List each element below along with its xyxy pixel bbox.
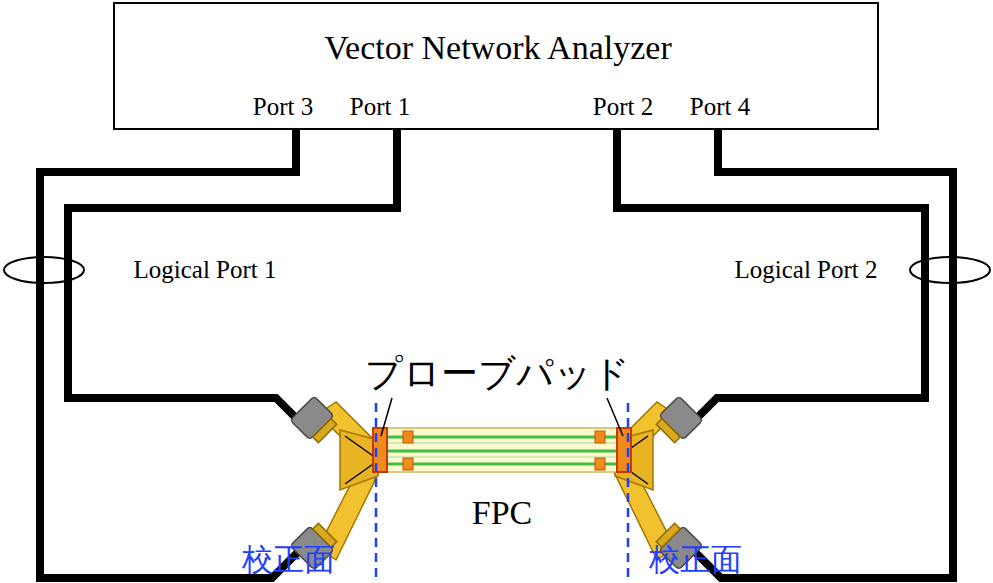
fpc-traces bbox=[388, 437, 616, 464]
connector bbox=[653, 396, 702, 445]
instrument-box: Vector Network AnalyzerPort 3 Port 1 Port … bbox=[113, 2, 879, 130]
fpc-label: FPC bbox=[472, 494, 533, 531]
fpc-pads bbox=[403, 431, 605, 470]
cable bbox=[695, 128, 953, 578]
port-name: Port 3 bbox=[253, 93, 313, 121]
calibration-plane bbox=[627, 403, 630, 583]
calibration-plane-label: 校正面 bbox=[242, 543, 335, 577]
port-name: Port 1 bbox=[350, 93, 410, 121]
fpc-board bbox=[384, 428, 620, 472]
port-ring bbox=[4, 257, 84, 283]
fpc-substrate bbox=[384, 428, 620, 472]
logical-port-label: Logical Port 2 bbox=[734, 256, 877, 284]
probe-tip bbox=[345, 436, 376, 458]
cable bbox=[68, 128, 397, 420]
logical-port-rings bbox=[4, 257, 990, 283]
leader-line bbox=[381, 398, 392, 436]
calibration-planes bbox=[376, 403, 628, 583]
port-name: Port 4 bbox=[690, 93, 750, 121]
calibration-plane-label: 校正面 bbox=[649, 543, 742, 577]
probe-pad-label: プローブパッド bbox=[365, 354, 630, 395]
instrument-title: Vector Network Analyzer bbox=[324, 29, 671, 66]
probe-pads bbox=[373, 428, 631, 472]
cable bbox=[40, 128, 298, 578]
connector bbox=[290, 396, 339, 445]
port-name: Port 2 bbox=[593, 93, 653, 121]
leader-line bbox=[607, 398, 623, 436]
logical-port-label: Logical Port 1 bbox=[133, 256, 276, 284]
calibration-plane bbox=[375, 403, 378, 583]
probe-tip bbox=[345, 462, 376, 484]
fpc-trace-edges bbox=[388, 443, 616, 457]
port-ring bbox=[910, 257, 990, 283]
cables bbox=[40, 128, 953, 578]
leader-lines bbox=[381, 398, 623, 436]
